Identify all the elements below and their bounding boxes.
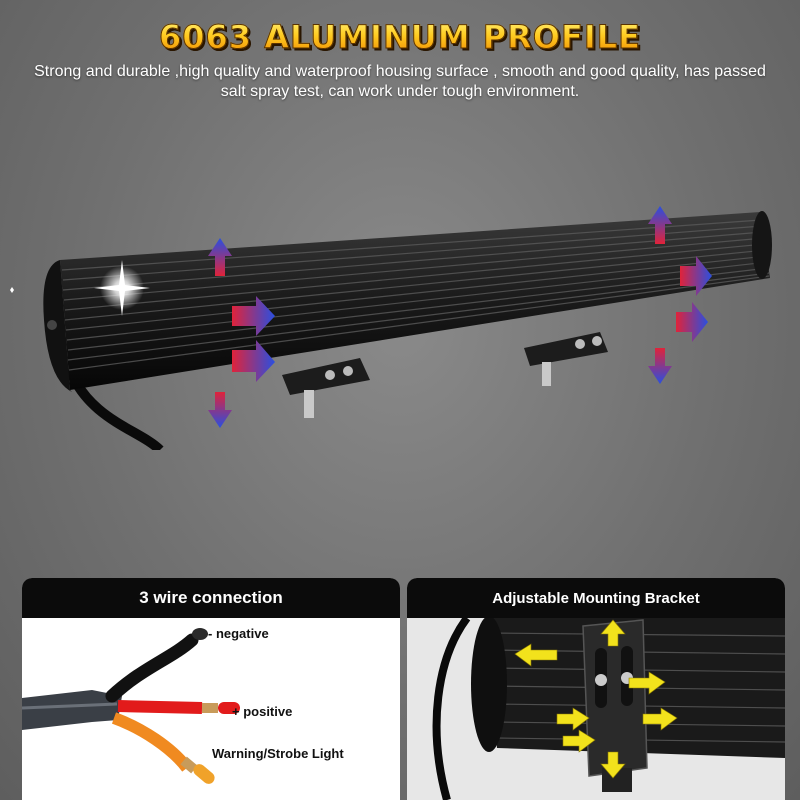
mounting-bracket-left (282, 358, 370, 418)
wiring-panel: 3 wire connection - negative + positive … (22, 578, 400, 800)
bracket-panel-title: Adjustable Mounting Bracket (407, 578, 785, 618)
negative-wire (105, 633, 199, 703)
warning-wire (111, 712, 192, 772)
main-cable (22, 690, 122, 730)
positive-wire (117, 700, 203, 714)
page-title: 6063 ALUMINUM PROFILE (0, 18, 800, 57)
wiring-panel-title: 3 wire connection (22, 578, 400, 618)
double-arrow-icon (676, 256, 712, 342)
bracket-image (407, 618, 785, 800)
sparkle-icon (10, 260, 150, 316)
wire-label-positive: + positive (232, 704, 293, 719)
wire-diagram (22, 628, 240, 784)
light-bar-image (10, 206, 772, 450)
right-end-cap (752, 211, 772, 279)
bracket-panel: Adjustable Mounting Bracket (407, 578, 785, 800)
double-arrow-icon (208, 238, 232, 428)
aluminum-housing (43, 211, 772, 392)
double-arrow-icon (232, 296, 275, 382)
left-end-cap (43, 260, 72, 392)
wire-label-warning: Warning/Strobe Light (212, 746, 344, 761)
double-arrow-icon (648, 206, 672, 384)
bolt-icon (514, 619, 678, 779)
page-description: Strong and durable ,high quality and wat… (34, 63, 766, 100)
mounting-bracket-right (524, 332, 608, 386)
wire-label-negative: - negative (208, 626, 269, 641)
